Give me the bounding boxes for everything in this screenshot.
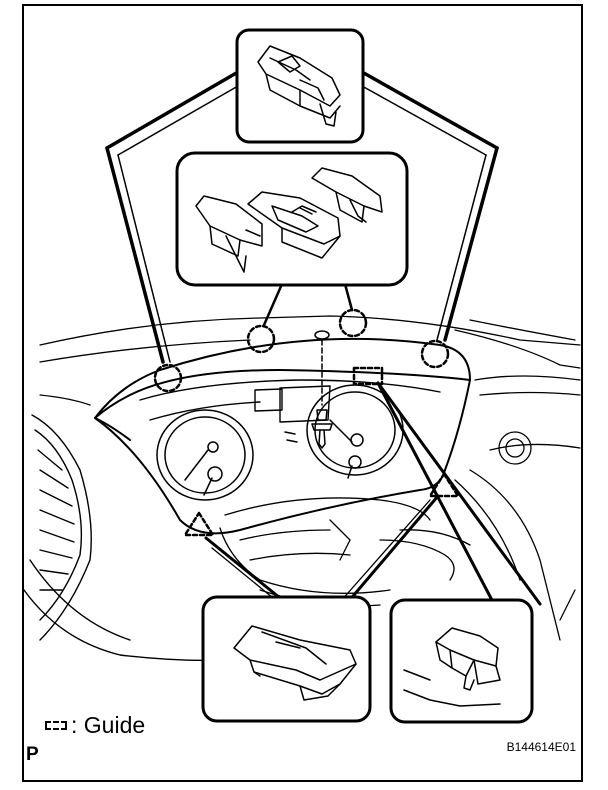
bottom-callout-leaders-inner: [211, 499, 431, 603]
claw-detail-left-icon: [233, 625, 357, 701]
callout-box-bottom-right: [389, 598, 534, 724]
claw-marker-1: [183, 511, 215, 537]
left-air-vent: [23, 414, 231, 662]
claw-detail-right-icon: [403, 627, 501, 707]
middle-callout-leaders: [262, 282, 354, 327]
top-callout-leaders-inner: [117, 85, 487, 363]
clip-marker-3: [338, 308, 368, 338]
figure-code: B144614E01: [506, 740, 576, 754]
dashboard-outline: [39, 315, 581, 451]
cluster-panel: [139, 379, 441, 423]
clip-detail-icon: [257, 45, 341, 127]
right-console: [454, 431, 576, 641]
steering-column: [219, 497, 471, 607]
claw-markers: [183, 472, 460, 537]
clip-markers: [153, 308, 450, 393]
bottom-callout-leaders: [204, 381, 542, 606]
callout-box-top: [235, 28, 365, 144]
clip-marker-4: [420, 339, 450, 369]
callout-box-middle: [175, 151, 409, 287]
legend: : Guide: [45, 712, 145, 738]
guide-marker: [352, 366, 384, 386]
cluster-hood: [94, 337, 471, 535]
screw-icon: [311, 330, 333, 449]
legend-label: : Guide: [71, 711, 146, 738]
top-callout-leaders: [105, 70, 499, 364]
clip-detail-center-icon: [247, 191, 341, 259]
clip-detail-right-icon: [311, 167, 383, 223]
guide-legend-icon: [45, 720, 67, 730]
left-gauge: [156, 409, 254, 501]
clip-detail-left-icon: [195, 195, 263, 273]
clip-marker-2: [246, 324, 276, 354]
clip-marker-1: [153, 363, 183, 393]
page-letter: P: [26, 744, 39, 765]
callout-box-bottom-left: [201, 595, 372, 723]
